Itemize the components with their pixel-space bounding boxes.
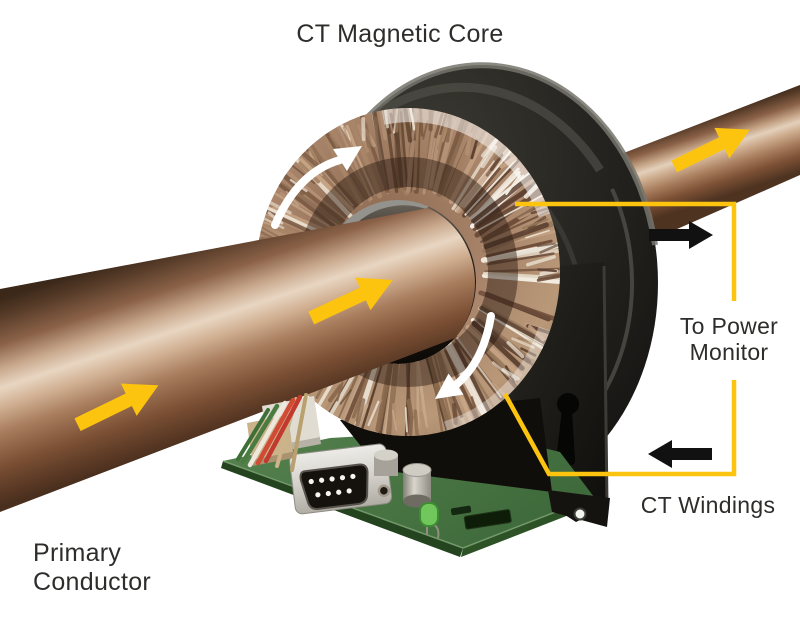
primary-conductor-pipe-left: [0, 208, 475, 512]
label-monitor-line2: Monitor: [689, 339, 769, 365]
bracket-foot: [548, 490, 610, 527]
flux-arrow-bottom-icon: [435, 312, 495, 399]
primary-current-arrow-left-icon: [74, 383, 159, 432]
label-ct-magnetic-core: CT Magnetic Core: [296, 20, 504, 48]
label-primary-conductor: Primary Conductor: [33, 539, 151, 597]
primary-current-arrow-mid-icon: [308, 277, 393, 325]
ct-output-connector-line: [503, 201, 737, 477]
db9-connector: [289, 443, 393, 515]
label-primary-line2: Conductor: [33, 568, 152, 596]
label-monitor-line1: To Power: [679, 313, 779, 339]
winding-wires: [236, 393, 321, 472]
primary-current-arrow-right-icon: [671, 127, 750, 173]
db9-screw-hole: [377, 484, 391, 497]
bracket-keyhole: [556, 393, 579, 466]
secondary-current-arrow-out-icon: [649, 221, 713, 249]
label-to-power-monitor: To Power Monitor: [649, 313, 800, 365]
secondary-current-arrow-return-icon: [648, 440, 712, 468]
capacitor-large: [402, 463, 432, 508]
led: [419, 502, 440, 539]
label-ct-windings: CT Windings: [640, 492, 776, 518]
flux-arrow-top-icon: [271, 146, 362, 229]
db9-pins: [308, 473, 356, 498]
bracket-foot-hole: [573, 507, 587, 521]
pcb-slot: [450, 505, 512, 530]
capacitor-small: [374, 449, 398, 476]
label-primary-line1: Primary: [33, 539, 122, 567]
